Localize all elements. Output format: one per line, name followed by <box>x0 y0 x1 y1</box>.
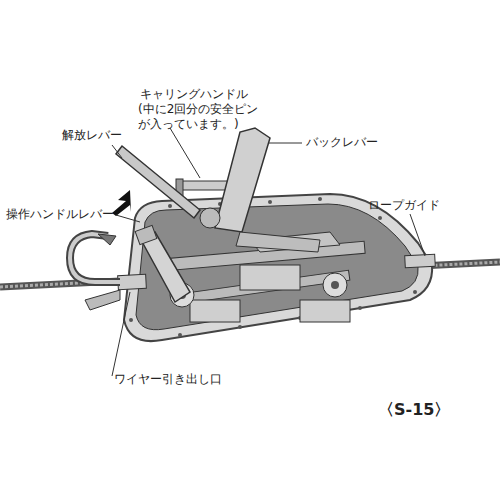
model-number: 〈S-15〉 <box>378 400 450 420</box>
part-name: ワイヤー引き出し口 <box>114 372 222 387</box>
note-text: (中に2回分の安全ピン が入っています。) <box>138 102 266 132</box>
part-name: 解放レバー <box>62 128 122 143</box>
part-name: バックレバー <box>306 135 378 150</box>
part-name: キャリングハンドル <box>140 87 248 102</box>
part-name: ロープガイド <box>368 198 440 213</box>
part-name: 操作ハンドルレバー <box>6 207 114 222</box>
